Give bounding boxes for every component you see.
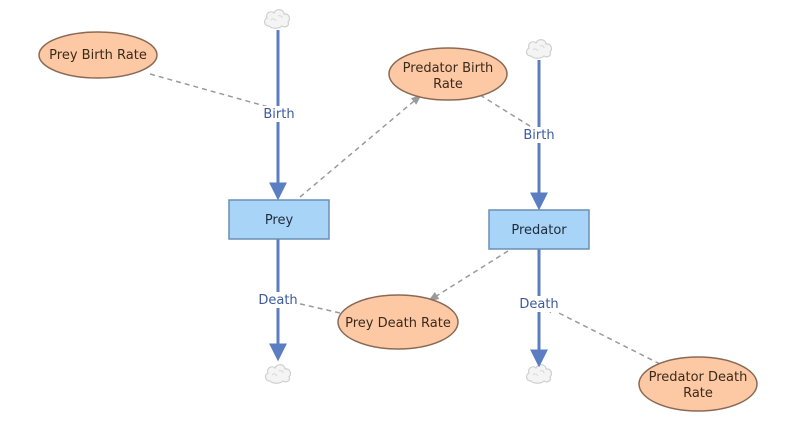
link-prey-birth-rate-to-birth <box>149 73 273 109</box>
variable-prey-birth-rate[interactable]: Prey Birth Rate <box>38 31 158 79</box>
flow-label-predator-birth: Birth <box>523 128 554 143</box>
variable-predator-birth-rate-label-line2: Rate <box>433 77 463 92</box>
variable-predator-birth-rate-label-line1: Predator Birth <box>403 61 494 76</box>
stock-prey[interactable]: Prey <box>228 199 330 240</box>
source-cloud-predator-icon <box>525 39 553 59</box>
flow-label-prey-birth: Birth <box>263 107 294 122</box>
stock-predator[interactable]: Predator <box>488 209 590 250</box>
info-links <box>149 73 661 365</box>
variable-prey-death-rate[interactable]: Prey Death Rate <box>337 294 459 350</box>
variable-predator-death-rate-label-line1: Predator Death <box>649 370 748 385</box>
flow-label-prey-death: Death <box>258 293 297 308</box>
stock-predator-label: Predator <box>511 223 567 238</box>
link-prey-to-predator-birth-rate <box>299 94 422 198</box>
variable-predator-birth-rate[interactable]: Predator Birth Rate <box>388 47 508 101</box>
variable-predator-death-rate[interactable]: Predator Death Rate <box>638 356 758 412</box>
flow-label-predator-death: Death <box>519 297 558 312</box>
sink-cloud-prey-icon <box>264 364 292 384</box>
sink-cloud-predator-icon <box>525 364 553 384</box>
link-predator-birth-rate-to-birth <box>479 94 534 129</box>
flow-labels: Birth Death Birth Death <box>256 106 561 312</box>
link-predator-death-rate-to-death <box>543 305 661 365</box>
stock-prey-label: Prey <box>265 213 294 228</box>
source-cloud-prey-icon <box>263 9 291 29</box>
variable-prey-birth-rate-label: Prey Birth Rate <box>49 48 147 63</box>
link-predator-to-prey-death-rate <box>428 250 509 302</box>
variable-predator-death-rate-label-line2: Rate <box>683 386 713 401</box>
variable-prey-death-rate-label: Prey Death Rate <box>345 316 451 331</box>
